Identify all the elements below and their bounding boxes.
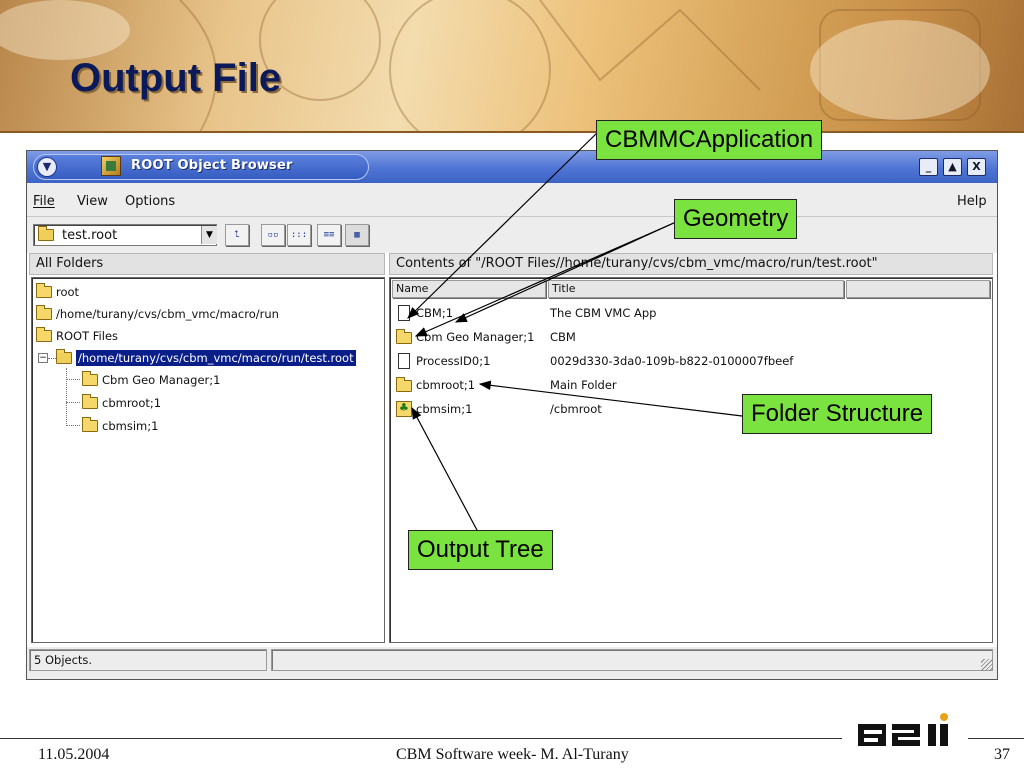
list-item-cbm[interactable]: CBM;1 The CBM VMC App	[394, 302, 984, 324]
tree-connector	[48, 358, 56, 359]
slide-title: Output File	[70, 56, 282, 100]
combo-value: test.root	[62, 228, 118, 243]
item-title: CBM	[550, 330, 576, 344]
tree-connector	[66, 379, 80, 380]
open-folder-icon	[56, 349, 72, 364]
footer-presentation-info: CBM Software week- M. Al-Turany	[396, 746, 629, 763]
item-name: ProcessID0;1	[416, 354, 491, 368]
document-icon	[398, 353, 410, 369]
folder-icon	[82, 371, 98, 386]
callout-geometry: Geometry	[674, 199, 798, 239]
root-app-icon	[101, 156, 121, 176]
up-level-button[interactable]: ⮤	[225, 224, 249, 246]
details-view-button[interactable]: ▦	[345, 224, 369, 246]
close-button[interactable]: X	[967, 158, 986, 176]
window-menu-icon[interactable]: ▼	[37, 157, 57, 177]
toolbar: test.root ▼ ⮤ ▫▫ ::: ≡≡ ▦	[27, 217, 997, 253]
item-name: cbmsim;1	[416, 402, 473, 416]
tree-item-label: /home/turany/cvs/cbm_vmc/macro/run/test.…	[76, 350, 356, 366]
tree-connector	[66, 368, 67, 426]
contents-list[interactable]: Name Title CBM;1 The CBM VMC App Cbm Geo…	[389, 277, 993, 643]
open-folder-icon	[38, 226, 54, 241]
tree-item-label: cbmroot;1	[102, 396, 162, 410]
folder-icon	[36, 305, 52, 320]
menu-help-label: Help	[957, 194, 987, 209]
tree-connector	[66, 402, 80, 403]
tree-icon	[396, 401, 412, 417]
footer-date: 11.05.2004	[38, 746, 110, 763]
menu-help[interactable]: Help	[957, 194, 987, 209]
minimize-button[interactable]: _	[919, 158, 938, 176]
folder-icon	[82, 417, 98, 432]
maximize-button[interactable]: ▲	[943, 158, 962, 176]
callout-output-tree: Output Tree	[408, 530, 553, 570]
item-name: CBM;1	[416, 306, 454, 320]
footer-rule-left	[0, 738, 842, 739]
titlebar-pill	[33, 154, 369, 180]
callout-folder-structure: Folder Structure	[742, 394, 933, 434]
status-message	[271, 649, 993, 671]
folder-icon	[36, 327, 52, 342]
window-title: ROOT Object Browser	[131, 158, 293, 173]
page-number: 37	[994, 746, 1010, 763]
slide-header-banner: Output File	[0, 0, 1024, 132]
menu-view[interactable]: View	[77, 194, 108, 209]
footer-rule-right	[968, 738, 1024, 739]
list-view-button[interactable]: ≡≡	[317, 224, 341, 246]
tree-item-label: /home/turany/cvs/cbm_vmc/macro/run	[56, 307, 279, 321]
item-title: /cbmroot	[550, 402, 602, 416]
collapse-toggle[interactable]: −	[38, 353, 48, 363]
item-name: Cbm Geo Manager;1	[416, 330, 535, 344]
menu-file[interactable]: File	[33, 194, 55, 209]
list-item-processid[interactable]: ProcessID0;1 0029d330-3da0-109b-b822-010…	[394, 350, 984, 372]
column-header-empty[interactable]	[846, 280, 990, 298]
resize-grip-icon[interactable]	[981, 659, 993, 671]
callout-cbmmcapplication: CBMMCApplication	[596, 120, 823, 160]
contents-header: Contents of "/ROOT Files//home/turany/cv…	[389, 253, 993, 275]
tree-connector	[66, 425, 80, 426]
folder-icon	[396, 329, 412, 344]
document-icon	[398, 305, 410, 321]
item-title: 0029d330-3da0-109b-b822-0100007fbeef	[550, 354, 794, 368]
item-title: The CBM VMC App	[550, 306, 657, 320]
small-icons-button[interactable]: :::	[287, 224, 311, 246]
large-icons-button[interactable]: ▫▫	[261, 224, 285, 246]
folder-tree[interactable]: root /home/turany/cvs/cbm_vmc/macro/run …	[31, 277, 385, 643]
menu-bar: File View Options Help	[27, 183, 997, 217]
folder-icon	[82, 394, 98, 409]
tree-item-label: ROOT Files	[56, 329, 119, 343]
item-name: cbmroot;1	[416, 378, 476, 392]
window-titlebar[interactable]: ▼ ROOT Object Browser _ ▲ X	[27, 151, 997, 183]
column-header-title[interactable]: Title	[548, 280, 844, 298]
status-bar: 5 Objects.	[27, 647, 997, 679]
combo-dropdown-icon[interactable]: ▼	[201, 226, 217, 244]
header-divider	[0, 131, 1024, 133]
tree-item-label: Cbm Geo Manager;1	[102, 373, 221, 387]
location-combo[interactable]: test.root ▼	[33, 224, 217, 246]
status-object-count: 5 Objects.	[29, 649, 267, 671]
menu-file-label: File	[33, 194, 55, 209]
tree-item-label: root	[56, 285, 80, 299]
all-folders-header: All Folders	[29, 253, 385, 275]
item-title: Main Folder	[550, 378, 617, 392]
tree-item-label: cbmsim;1	[102, 419, 159, 433]
column-header-name[interactable]: Name	[392, 280, 546, 298]
menu-options[interactable]: Options	[125, 194, 175, 209]
list-item-cbm-geo-manager[interactable]: Cbm Geo Manager;1 CBM	[394, 326, 984, 348]
folder-icon	[36, 283, 52, 298]
folder-icon	[396, 377, 412, 392]
menu-view-label: View	[77, 194, 108, 209]
header-decoration	[0, 0, 990, 132]
gsi-logo	[858, 713, 948, 746]
menu-options-label: Options	[125, 194, 176, 209]
list-item-cbmroot[interactable]: cbmroot;1 Main Folder	[394, 374, 984, 396]
